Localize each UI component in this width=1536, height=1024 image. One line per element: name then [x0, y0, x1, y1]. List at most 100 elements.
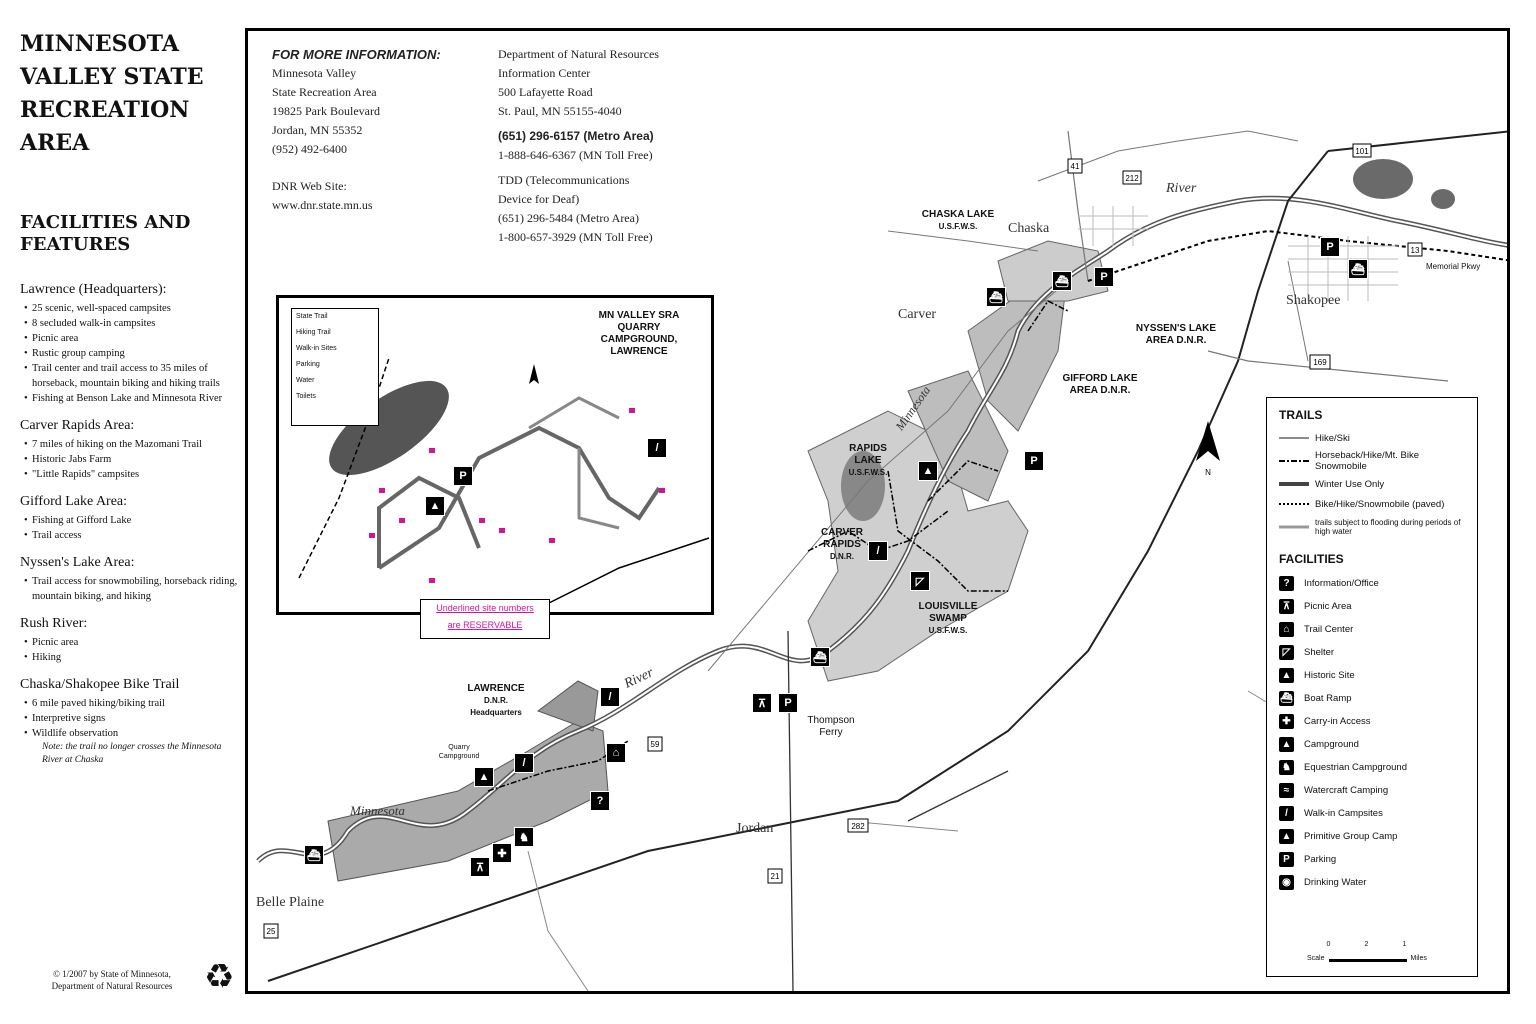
town-shakopee: Shakopee	[1286, 293, 1341, 308]
section-lawrence: Lawrence (Headquarters): 25 scenic, well…	[20, 282, 238, 406]
watercraft-icon: ≈	[1279, 783, 1294, 798]
inset-drawing	[298, 357, 710, 609]
label-line: LAKE	[854, 455, 882, 466]
list-item: 6 mile paved hiking/biking trail	[24, 696, 238, 711]
legend-facility-row: ▲Campground	[1279, 733, 1465, 756]
label-thompson-ferry: Thompson Ferry	[796, 715, 866, 739]
lake	[1431, 189, 1455, 209]
label-quarry-campground: Quarry Campground	[434, 743, 484, 761]
park-land	[536, 680, 599, 732]
water-icon: ◉	[1279, 875, 1294, 890]
shakopee-grid	[1288, 236, 1398, 301]
shelter-icon: ◸	[1279, 645, 1294, 660]
walk-in-icon: /	[514, 753, 534, 773]
list-item: Hiking	[24, 650, 238, 665]
label-line: Campground	[438, 753, 480, 760]
road	[527, 850, 589, 991]
route-number: 282	[851, 822, 865, 831]
legend-label: Information/Office	[1304, 578, 1379, 589]
boat-ramp-icon: ⛴	[1279, 691, 1294, 706]
boat-ramp-icon: ⛴	[1348, 259, 1368, 279]
walk-in-icon: /	[647, 438, 667, 458]
label-line: AREA D.N.R.	[1069, 385, 1131, 396]
route-shield	[847, 818, 869, 833]
section-carver-rapids: Carver Rapids Area: 7 miles of hiking on…	[20, 418, 238, 482]
carry-in-icon: ✚	[492, 843, 512, 863]
campsite-numbers	[369, 408, 665, 583]
section-rush-river: Rush River: Picnic area Hiking	[20, 616, 238, 665]
section-heading: Nyssen's Lake Area:	[20, 555, 135, 570]
inset-legend-item: Parking	[296, 361, 320, 368]
inset-title-line: LAWRENCE	[610, 346, 668, 357]
inset-legend-item: Water	[296, 377, 315, 384]
legend-label: Historic Site	[1304, 670, 1355, 681]
inset-legend-item: Toilets	[296, 393, 316, 400]
parking-icon: P	[1320, 237, 1340, 257]
label-line: U.S.F.W.S.	[928, 626, 968, 635]
inset-north-arrow-icon	[529, 364, 539, 384]
route-shield	[1122, 170, 1142, 185]
info-line: 19825 Park Boulevard	[272, 104, 380, 118]
legend-label: Parking	[1304, 854, 1337, 865]
info-line: 1-800-657-3929 (MN Toll Free)	[498, 230, 653, 244]
section-heading: Lawrence (Headquarters):	[20, 282, 167, 297]
road	[1067, 130, 1089, 282]
campground-icon: ▲	[425, 496, 445, 516]
legend-label: Watercraft Camping	[1304, 785, 1389, 796]
reservable-note: Underlined site numbers are RESERVABLE	[420, 599, 550, 639]
section-gifford-lake: Gifford Lake Area: Fishing at Gifford La…	[20, 494, 238, 543]
info-park: FOR MORE INFORMATION: Minnesota Valley S…	[272, 45, 441, 215]
trail-line-icon	[1279, 460, 1309, 462]
road	[887, 230, 1039, 252]
section-bike-trail: Chaska/Shakopee Bike Trail 6 mile paved …	[20, 677, 238, 767]
label-line: Quarry	[448, 744, 470, 751]
road	[1207, 350, 1449, 382]
svg-text:N: N	[1205, 468, 1211, 477]
label-memorial-pkwy: Memorial Pkwy	[1426, 262, 1481, 271]
list-item: Fishing at Benson Lake and Minnesota Riv…	[24, 391, 238, 406]
info-line: Minnesota Valley	[272, 66, 357, 80]
recycle-icon: ♻	[204, 957, 235, 997]
route-number: 41	[1071, 162, 1080, 171]
road	[907, 770, 1009, 822]
historic-site-icon: ▲	[918, 461, 938, 481]
route-number: 13	[1411, 246, 1420, 255]
dnr-website-link[interactable]: www.dnr.state.mn.us	[272, 198, 373, 212]
park-title: MINNESOTA VALLEY STATE RECREATION AREA	[20, 28, 238, 160]
facilities-title: FACILITIES AND FEATURES	[20, 212, 238, 256]
group-camp-icon: ▲	[1279, 829, 1294, 844]
info-line: (952) 492-6400	[272, 142, 347, 156]
list-item: Wildlife observation	[24, 726, 238, 741]
section-heading: Gifford Lake Area:	[20, 494, 128, 509]
picnic-icon: ⊼	[470, 857, 490, 877]
info-icon: ?	[590, 791, 610, 811]
label-line: RAPIDS	[849, 443, 887, 454]
label-carver-rapids: CARVER RAPIDS D.N.R.	[812, 527, 872, 563]
copyright: © 1/2007 by State of Minnesota, Departme…	[22, 968, 202, 992]
info-line: St. Paul, MN 55155-4040	[498, 104, 622, 118]
info-phone-toll: 1-888-646-6367 (MN Toll Free)	[498, 148, 653, 162]
legend-facility-row: ⊼ Picnic Area	[1279, 595, 1465, 618]
historic-site-icon: ▲	[1279, 668, 1294, 683]
legend-trails-heading: TRAILS	[1279, 408, 1323, 422]
boat-ramp-icon: ⛴	[1052, 271, 1072, 291]
route-shield	[1352, 143, 1372, 158]
legend-label: Picnic Area	[1304, 601, 1352, 612]
route-number: 59	[651, 740, 660, 749]
info-line: Device for Deaf)	[498, 192, 580, 206]
list-item: Trail center and trail access to 35 mile…	[24, 361, 238, 391]
copyright-line: © 1/2007 by State of Minnesota,	[53, 969, 171, 979]
legend-facility-row: ?Information/Office	[1279, 572, 1465, 595]
list-item: Trail access for snowmobiling, horseback…	[24, 574, 238, 604]
legend-facility-row: ≈ Watercraft Camping	[1279, 779, 1465, 802]
label-lawrence: LAWRENCE D.N.R. Headquarters	[456, 683, 536, 719]
scale-bar: Scale 0 2 1 Miles	[1307, 941, 1427, 962]
river-label: Minnesota	[350, 803, 405, 818]
road	[707, 280, 1069, 672]
section-heading: Chaska/Shakopee Bike Trail	[20, 677, 180, 692]
legend-label: Winter Use Only	[1315, 478, 1385, 490]
route-number: 25	[267, 927, 276, 936]
picnic-icon: ⊼	[1279, 599, 1294, 614]
road	[787, 630, 794, 991]
legend-facility-row: ▲Primitive Group Camp	[1279, 825, 1465, 848]
